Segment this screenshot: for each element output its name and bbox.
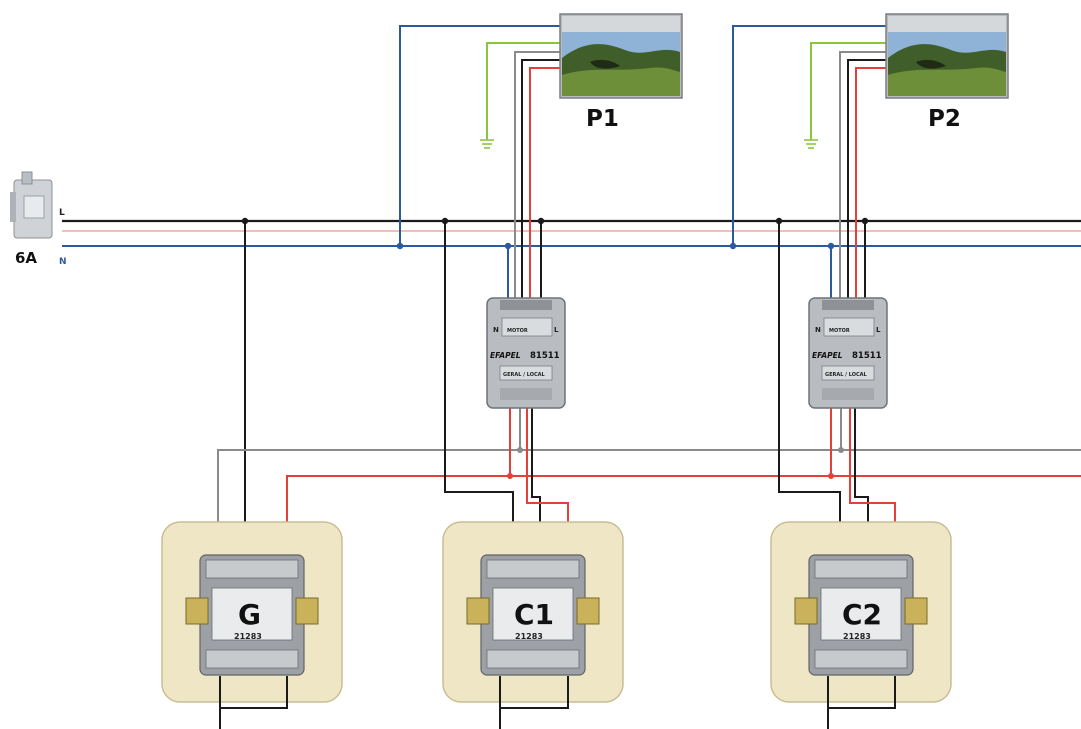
- breaker-neutral-label: N: [59, 257, 67, 267]
- module-1-terminal-motor: MOTOR: [507, 328, 528, 334]
- switch-c2: C2 21283: [770, 521, 952, 729]
- module-2-supply: [830, 221, 866, 300]
- switch-c2-label: C2: [842, 598, 882, 631]
- module-1-mode: GERAL / LOCAL: [503, 372, 546, 378]
- module-2-terminal-l: L: [876, 326, 881, 334]
- supply-lines: [62, 219, 1081, 247]
- module-1-supply: [507, 221, 542, 300]
- module-2-mode: GERAL / LOCAL: [825, 372, 868, 378]
- blind-module-2: N MOTOR L EFAPEL 81511 GERAL / LOCAL: [808, 297, 888, 409]
- switch-c1-label: C1: [514, 598, 554, 631]
- module-1-code: 81511: [530, 351, 560, 361]
- module-2-terminal-n: N: [815, 326, 821, 334]
- switch-g-wiring: [217, 221, 1081, 565]
- switch-c1: C1 21283: [442, 521, 624, 729]
- module-2-terminal-motor: MOTOR: [829, 328, 850, 334]
- switch-c1-code: 21283: [515, 632, 543, 641]
- circuit-breaker: 6A L N: [10, 171, 67, 267]
- blind-p2-wiring: [732, 25, 888, 300]
- module-1-terminal-l: L: [554, 326, 559, 334]
- junction-dots: [241, 217, 869, 479]
- module-1-brand: EFAPEL: [490, 351, 521, 360]
- switch-c2-code: 21283: [843, 632, 871, 641]
- blind-p1-wiring: [399, 25, 560, 300]
- switch-g: G 21283: [161, 521, 343, 729]
- switch-g-code: 21283: [234, 632, 262, 641]
- module-2-code: 81511: [852, 351, 882, 361]
- blind-p2-label: P2: [928, 106, 961, 132]
- breaker-live-label: L: [59, 208, 65, 218]
- switch-g-label: G: [238, 598, 261, 631]
- earth-symbol-p1: [480, 139, 494, 149]
- blind-p2: [885, 13, 1009, 99]
- blind-module-1: N MOTOR L EFAPEL 81511 GERAL / LOCAL: [486, 297, 566, 409]
- earth-symbol-p2: [804, 139, 818, 149]
- module-2-brand: EFAPEL: [812, 351, 843, 360]
- module-1-terminal-n: N: [493, 326, 499, 334]
- breaker-label: 6A: [15, 249, 37, 267]
- blind-p1: [559, 13, 683, 99]
- blind-p1-label: P1: [586, 106, 619, 132]
